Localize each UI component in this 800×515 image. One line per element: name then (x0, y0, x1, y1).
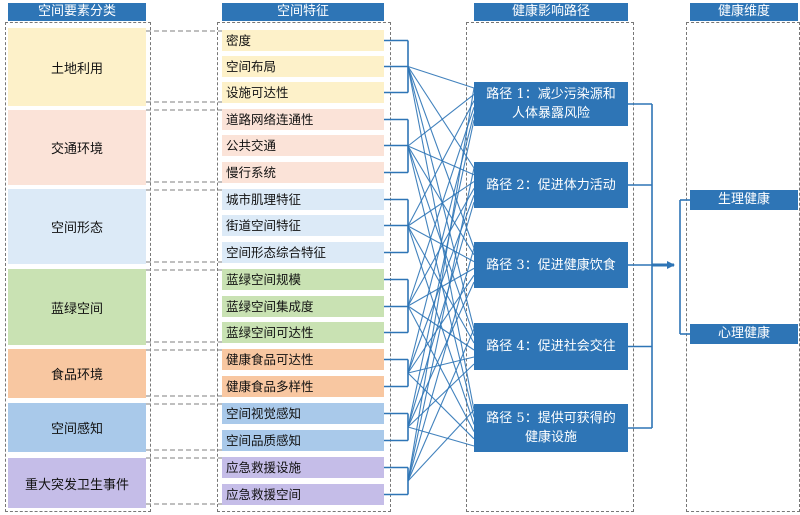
dimension-mental: 心理健康 (690, 324, 798, 344)
dimension-physical: 生理健康 (690, 190, 798, 210)
feature-pathway-link (407, 409, 475, 482)
feature-spatial-layout: 空间布局 (222, 56, 384, 77)
pathway-line2: 健康设施 (524, 430, 577, 445)
feature-pathway-link (407, 145, 475, 176)
feature-pathway-link (407, 201, 475, 428)
feature-public-transit: 公共交通 (222, 135, 384, 156)
pathway-line1: 路径 4：促进社会交往 (486, 339, 616, 354)
feature-pathway-link (407, 305, 475, 351)
feature-pathway-link (407, 225, 475, 425)
feature-pathway-link (407, 356, 475, 374)
feature-road-connectivity: 道路网络连通性 (222, 109, 384, 130)
feature-pathway-link (407, 66, 475, 330)
feature-form-composite: 空间形态综合特征 (222, 242, 384, 263)
category-label: 土地利用 (50, 61, 103, 77)
feature-emergency-space: 应急救援空间 (222, 484, 384, 505)
category-perception: 空间感知 (8, 403, 146, 452)
feature-pathway-link (407, 65, 475, 89)
feature-bg-scale: 蓝绿空间规模 (222, 269, 384, 290)
feature-pathway-link (407, 181, 475, 227)
pathway-line1: 路径 2：促进体力活动 (486, 177, 616, 193)
feature-facility-access: 设施可达性 (222, 82, 384, 103)
pathway-4: 路径 4：促进社会交往 (474, 323, 628, 370)
header-features: 空间特征 (222, 3, 384, 21)
feature-food-diversity: 健康食品多样性 (222, 376, 384, 397)
header-pathways: 健康影响路径 (474, 3, 628, 21)
category-spatial-form: 空间形态 (8, 189, 146, 264)
category-public-health: 重大突发卫生事件 (8, 458, 146, 508)
category-label: 空间形态 (50, 221, 103, 236)
feature-urban-texture: 城市肌理特征 (222, 189, 384, 210)
feature-pathway-link (407, 372, 475, 440)
feature-pathway-link (407, 107, 475, 307)
category-blue-green: 蓝绿空间 (8, 269, 146, 345)
categories-frame (5, 22, 151, 512)
category-label: 交通环境 (50, 142, 103, 157)
pathway-line1: 路径 1：减少污染源和 (486, 87, 616, 102)
pathway-1: 路径 1：减少污染源和人体暴露风险 (474, 82, 628, 126)
feature-bg-integration: 蓝绿空间集成度 (222, 296, 384, 317)
feature-pathway-link (407, 305, 475, 432)
feature-slow-traffic: 慢行系统 (222, 162, 384, 183)
feature-pathway-link (407, 267, 475, 307)
feature-pathway-link (407, 426, 475, 447)
feature-pathway-link (407, 93, 475, 147)
feature-quality-perception: 空间品质感知 (222, 430, 384, 451)
pathway-3: 路径 3：促进健康饮食 (474, 242, 628, 288)
feature-pathway-link (407, 66, 475, 169)
pathway-2: 路径 2：促进体力活动 (474, 162, 628, 208)
category-label: 重大突发卫生事件 (24, 477, 129, 493)
feature-pathway-link (407, 363, 475, 428)
pathway-line1: 路径 3：促进健康饮食 (486, 257, 616, 273)
category-transport: 交通环境 (8, 110, 146, 185)
feature-pathway-link (407, 145, 475, 256)
category-label: 蓝绿空间 (50, 301, 103, 317)
header-categories: 空间要素分类 (8, 3, 146, 21)
feature-pathway-link (407, 100, 475, 227)
feature-pathway-link (407, 225, 475, 263)
feature-emergency-facility: 应急救援设施 (222, 457, 384, 478)
feature-street-space: 街道空间特征 (222, 215, 384, 236)
feature-bg-access: 蓝绿空间可达性 (222, 322, 384, 343)
feature-visual-perception: 空间视觉感知 (222, 403, 384, 424)
category-label: 食品环境 (50, 368, 103, 383)
pathway-5: 路径 5：提供可获得的健康设施 (474, 404, 628, 452)
category-land-use: 土地利用 (8, 28, 146, 106)
pathways-frame (466, 22, 634, 512)
feature-pathway-link (407, 66, 475, 411)
feature-pathway-link (407, 119, 475, 428)
pathway-line1: 路径 5：提供可获得的 (486, 411, 616, 426)
feature-pathway-link (407, 225, 475, 344)
category-food: 食品环境 (8, 349, 146, 398)
feature-food-access: 健康食品可达性 (222, 349, 384, 370)
category-label: 空间感知 (50, 422, 103, 437)
feature-density: 密度 (222, 30, 384, 51)
header-dimensions: 健康维度 (690, 3, 798, 21)
feature-pathway-link (407, 145, 475, 418)
features-frame (217, 22, 391, 512)
feature-pathway-link (407, 188, 475, 307)
feature-pathway-link (407, 281, 475, 428)
pathway-line2: 人体暴露风险 (511, 106, 590, 121)
feature-pathway-link (407, 66, 475, 249)
